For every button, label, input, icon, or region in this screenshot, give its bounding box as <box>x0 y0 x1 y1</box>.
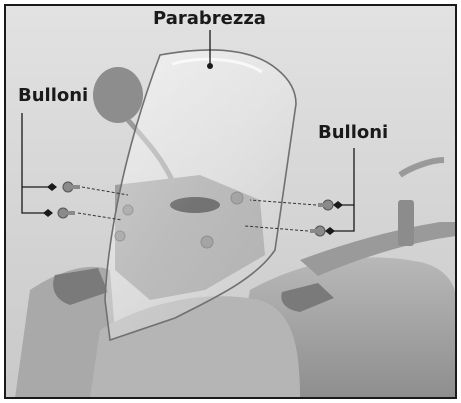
bolts-left-label: Bulloni <box>18 86 88 106</box>
lever-mount <box>398 200 414 246</box>
bolt-icon <box>58 208 68 218</box>
bolt-icon <box>63 182 73 192</box>
mirror-left <box>93 67 143 123</box>
bolts-right-label: Bulloni <box>318 123 388 143</box>
callout-dot-icon <box>207 63 213 69</box>
windshield-label: Parabrezza <box>153 9 266 29</box>
